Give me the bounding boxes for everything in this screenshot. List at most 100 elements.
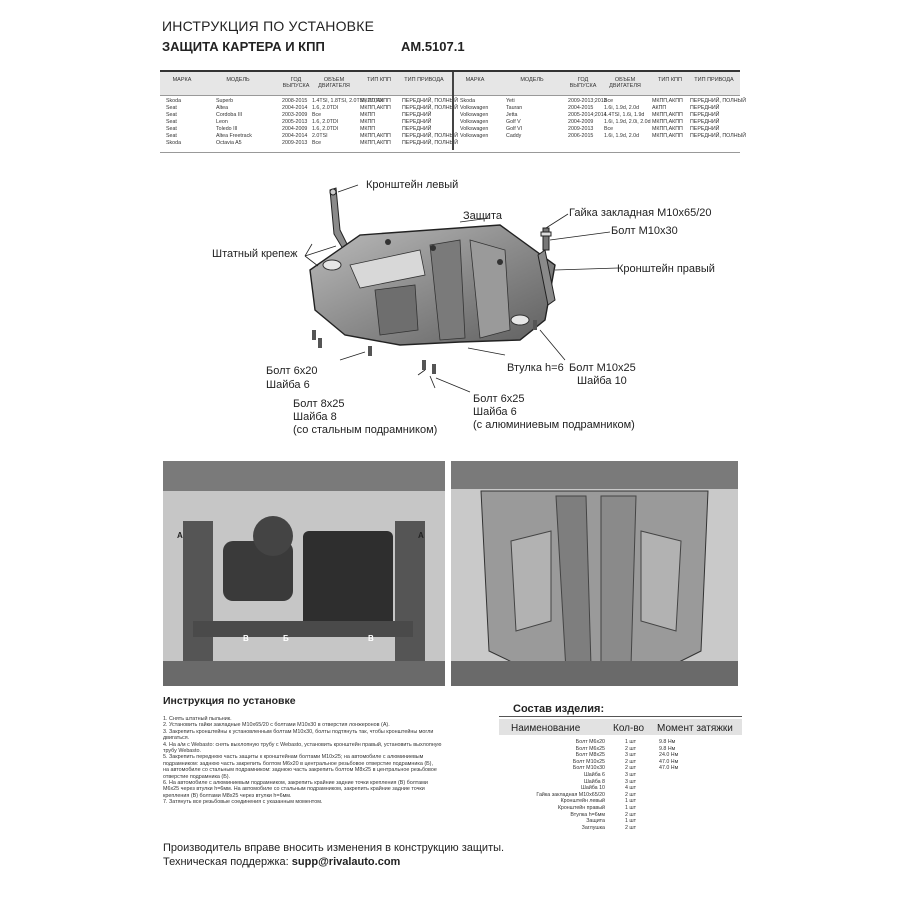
composition-item-name: Болт М6х20 [575,739,605,745]
label-washer8: Шайба 8 [293,411,337,423]
app-cell-left: Seat [166,112,177,118]
instruction-step: М6х25 через втулки h=6мм. На автомобиле … [163,786,425,793]
app-cell-left: МКПП,АКПП [360,140,391,146]
instruction-step: 3. Закрепить кронштейны к установленным … [163,728,434,735]
app-cell-left: Seat [166,105,177,111]
composition-item-qty: 2 шт [625,791,637,798]
composition-item-torque: 24.0 Нм [659,752,679,759]
app-cell-left: Toledo III [216,126,238,132]
composition-item-qty: 3 шт [625,752,637,759]
photo-underbody-after [451,461,738,686]
app-cell-right: Volkswagen [460,112,489,118]
instruction-step: отверстие подрамника (Б). [163,773,231,780]
composition-item-name: Заглушка [581,824,605,831]
app-cell-right: Volkswagen [460,119,489,125]
composition-item-name: Болт М10х25 [572,758,605,765]
document-subtitle: ЗАЩИТА КАРТЕРА И КПП [162,39,325,54]
composition-item-name: Болт М6х25 [575,745,605,752]
col-gearbox-right: ТИП КПП [658,77,682,83]
col-model-left: МОДЕЛЬ [226,77,250,83]
application-table-header: МАРКА МОДЕЛЬ ГОД ВЫПУСКА ОБЪЕМ ДВИГАТЕЛЯ… [160,72,740,96]
composition-item-torque: 47.0 Нм [659,758,679,765]
app-cell-right: МКПП,АКПП [652,119,683,125]
app-cell-left: Cordoba III [216,112,243,118]
app-cell-right: Все [604,126,614,132]
composition-item-name: Болт М10х30 [572,765,605,772]
composition-header: Наименование Кол-во Момент затяжки [499,719,742,735]
col-year-right: ГОД ВЫПУСКА [569,77,597,89]
app-cell-left: Skoda [166,140,182,146]
app-cell-left: Seat [166,126,177,132]
app-cell-right: 2009-2013;2013 [568,98,607,104]
label-steel-subframe: (со стальным подрамником) [293,424,438,436]
app-cell-left: 2008-2015 [282,98,308,104]
composition-item-name: Шайба 6 [583,772,605,778]
composition-item-qty: 1 шт [625,739,637,745]
app-cell-left: МКПП,АКПП [360,105,391,111]
support-line: Техническая поддержка: supp@rivalauto.co… [163,856,400,868]
composition-item-name: Шайба 8 [583,778,605,785]
app-cell-left: Altea [216,105,229,111]
app-cell-left: МКПП [360,126,376,132]
composition-item-name: Кронштейн левый [560,798,605,805]
disclaimer: Производитель вправе вносить изменения в… [163,842,505,854]
composition-item-qty: 2 шт [625,811,637,818]
col-year-left: ГОД ВЫПУСКА [282,77,310,89]
col-engine-right: ОБЪЕМ ДВИГАТЕЛЯ [609,77,641,89]
label-bolt-m10x30: Болт М10х30 [611,225,678,237]
app-cell-left: Все [312,140,322,146]
app-cell-left: 2004-2009 [282,126,308,132]
photo-underbody-before: А А В Б В [163,461,445,686]
leader-lines [304,184,619,393]
app-cell-left: 2004-2014 [282,105,308,111]
app-cell-right: МКПП,АКПП [652,126,683,132]
app-cell-right: 1.6i, 1.9d, 2.0d [604,105,640,111]
app-cell-left: ПЕРЕДНИЙ, ПОЛНЫЙ [402,105,459,111]
app-cell-right: Volkswagen [460,126,489,132]
mark-a-right: А [418,531,424,540]
col-engine-left: ОБЪЕМ ДВИГАТЕЛЯ [318,77,350,89]
col-qty: Кол-во [613,723,645,734]
app-cell-right: Jetta [506,112,518,118]
col-torque: Момент затяжки [657,723,733,734]
instruction-step: на автомобиле со стальным подрамником: з… [163,767,437,774]
label-std-fasteners: Штатный крепеж [212,248,298,260]
col-make-left: МАРКА [172,77,192,83]
composition-item-qty: 1 шт [625,805,637,811]
product-code: АМ.5107.1 [401,39,465,54]
app-cell-right: АКПП [652,105,667,111]
label-bracket-left: Кронштейн левый [366,179,459,191]
composition-item-qty: 3 шт [625,778,637,785]
app-cell-right: Volkswagen [460,105,489,111]
instruction-step: 7. Затянуть все резьбовые соединения с у… [163,799,323,806]
composition-item-qty: 3 шт [625,772,637,778]
composition-item-name: Шайба 10 [581,785,605,792]
composition-item-name: Защита [586,818,605,825]
app-cell-left: Все [312,112,322,118]
instruction-step: 4. На а/м с Webasto: снять выхлопную тру… [163,741,442,748]
app-cell-left: Superb [216,98,234,104]
app-cell-right: 2006-2015 [568,133,594,139]
app-cell-right: 1.6i, 1.9d, 2.0d [604,133,640,139]
instruction-step: 5. Закрепить переднюю часть защиты к кро… [163,754,424,761]
app-cell-right: 1.4TSI, 1.6i, 1.9d [604,112,645,118]
app-cell-left: 2003-2009 [282,112,308,118]
composition-item-qty: 1 шт [625,818,637,825]
support-email[interactable]: supp@rivalauto.com [291,856,401,868]
exploded-diagram [304,184,619,393]
composition-item-qty: 2 шт [625,765,637,772]
app-cell-left: Leon [216,119,228,125]
app-cell-left: 1.4TSI, 1.8TSI, 2.0TSI, 2.0TDI [312,98,384,104]
loose-fasteners [312,320,537,374]
app-cell-right: Volkswagen [460,133,489,139]
label-bolt-6x25: Болт 6х25 [473,393,525,405]
col-model-right: МОДЕЛЬ [520,77,544,83]
app-cell-left: МКПП,АКПП [360,133,391,139]
app-cell-left: 1.6, 2.0TDI [312,126,339,132]
app-cell-left: Skoda [166,98,182,104]
label-washer6-a: Шайба 6 [266,379,310,391]
app-cell-left: ПЕРЕДНИЙ [402,126,432,132]
table-divider [452,72,454,150]
composition-item-name: Кронштейн правый [557,805,605,811]
app-cell-right: 1.6i, 1.9d, 2.0i, 2.0d [604,119,651,125]
